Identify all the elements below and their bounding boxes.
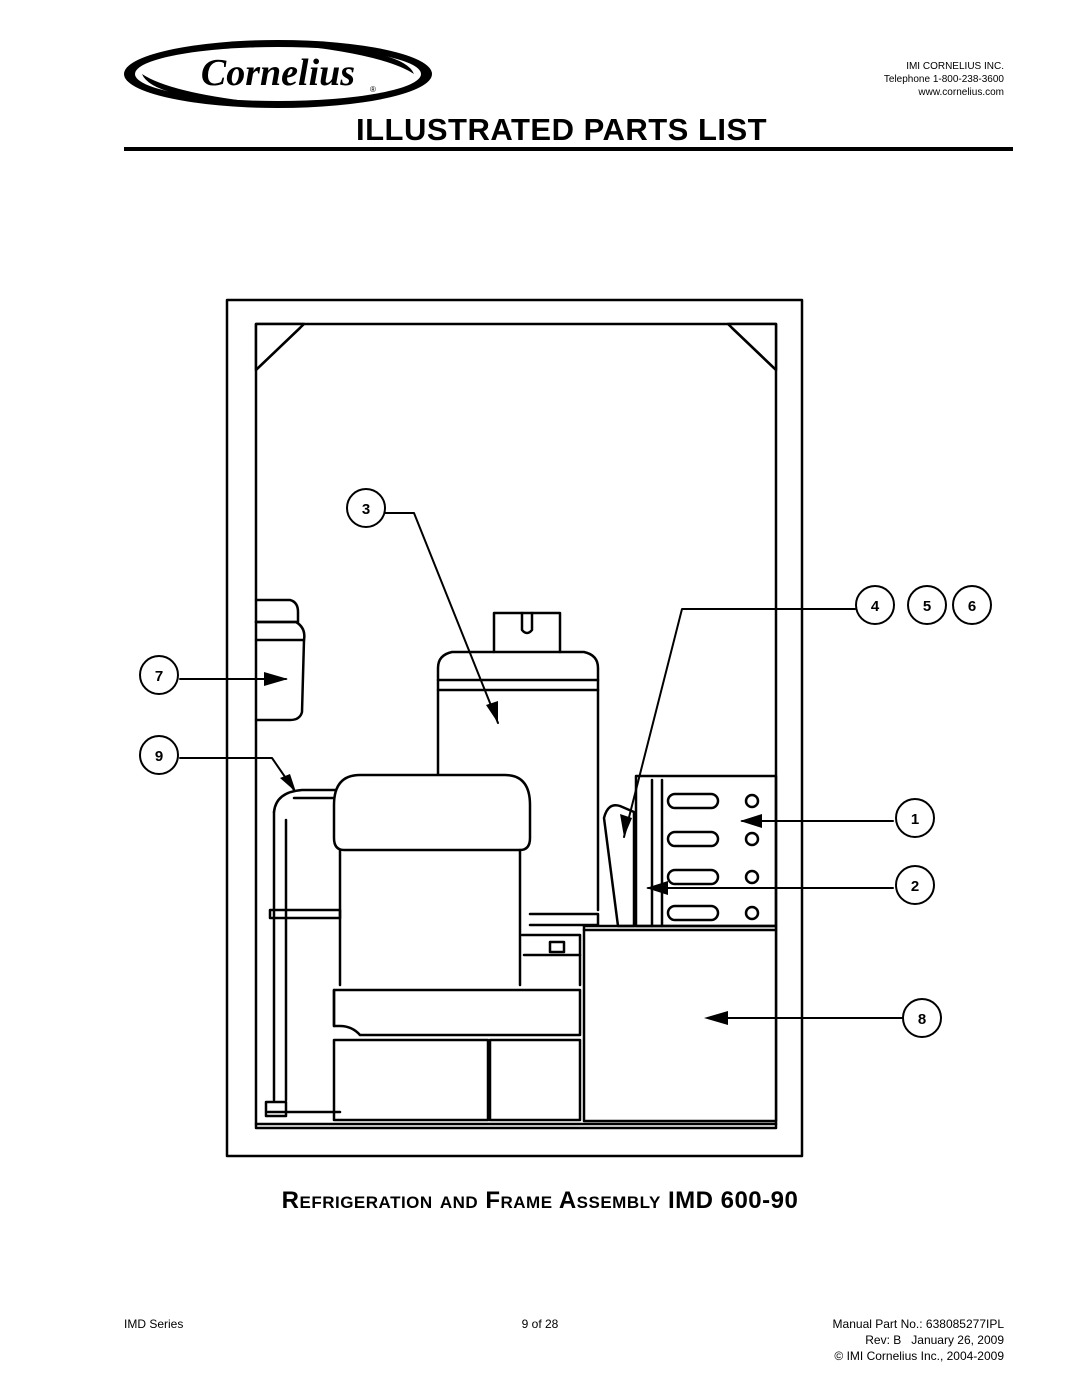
control-box-part: [582, 924, 778, 1123]
callout-1: [895, 798, 935, 838]
diagram-caption: Refrigeration and Frame Assembly IMD 600…: [281, 1187, 799, 1214]
callout-8: [902, 998, 942, 1038]
company-website: www.cornelius.com: [918, 87, 1004, 98]
callout-label-6: 6: [968, 598, 976, 615]
callout-label-4: 4: [871, 598, 880, 615]
svg-text:®: ®: [370, 85, 376, 94]
callout-2: [895, 865, 935, 905]
company-name: IMI CORNELIUS INC.: [906, 61, 1004, 72]
callout-label-9: 9: [155, 748, 163, 765]
callout-5: [907, 585, 947, 625]
frame-inner: [254, 322, 778, 1130]
suction-tube-part: [264, 788, 342, 1118]
callout-label-2: 2: [911, 878, 919, 895]
footer-revision: Rev: B January 26, 2009: [865, 1333, 1004, 1347]
condenser-coil-part: [602, 774, 778, 928]
footer-manual-info: Manual Part No.: 638085277IPL Rev: B Jan…: [833, 1316, 1004, 1364]
leader-lines: [179, 512, 903, 1019]
callout-6: [952, 585, 992, 625]
callout-9: [139, 735, 179, 775]
logo-wordmark: Cornelius: [201, 52, 355, 94]
company-telephone: Telephone 1-800-238-3600: [883, 74, 1004, 85]
accumulator-part: [436, 611, 600, 927]
footer-series: IMD Series: [124, 1317, 184, 1331]
footer-manual-part: Manual Part No.: 638085277IPL: [832, 1317, 1004, 1331]
footer-copyright: © IMI Cornelius Inc., 2004-2009: [834, 1349, 1004, 1363]
callout-label-7: 7: [155, 668, 163, 685]
callout-label-1: 1: [911, 811, 919, 828]
receiver-part: [254, 598, 306, 722]
footer-page-number: 9 of 28: [521, 1317, 559, 1331]
page-title: ILLUSTRATED PARTS LIST: [356, 112, 768, 147]
callout-4: [855, 585, 895, 625]
title-rule: [124, 147, 1013, 151]
callout-3: [346, 488, 386, 528]
callout-label-8: 8: [918, 1011, 926, 1028]
callout-circles: [139, 488, 992, 1038]
arrowheads: [264, 672, 762, 1025]
callout-label-5: 5: [923, 598, 931, 615]
frame-outer: [225, 298, 804, 1158]
callout-label-3: 3: [362, 501, 370, 518]
cornelius-logo: Cornelius ®: [124, 40, 432, 108]
callout-7: [139, 655, 179, 695]
compressor-part: [332, 773, 582, 1122]
company-info: IMI CORNELIUS INC. Telephone 1-800-238-3…: [884, 60, 1004, 99]
